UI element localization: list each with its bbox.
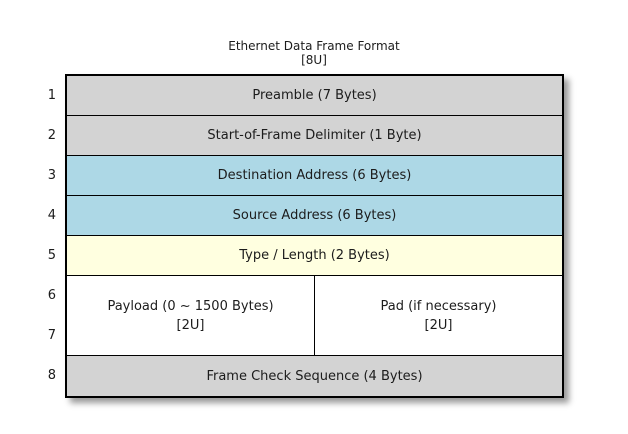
frame-row-source-address: Source Address (6 Bytes): [67, 196, 562, 236]
frame-row-destination-address: Destination Address (6 Bytes): [67, 156, 562, 196]
frame-cell-label: Source Address (6 Bytes): [232, 208, 397, 223]
frame-cell-sublabel: [2U]: [424, 317, 453, 333]
frame-format-table: Preamble (7 Bytes) Start-of-Frame Delimi…: [65, 74, 564, 398]
frame-row-type-length: Type / Length (2 Bytes): [67, 236, 562, 276]
frame-cell-label: Frame Check Sequence (4 Bytes): [206, 368, 423, 384]
frame-row-preamble: Preamble (7 Bytes): [67, 76, 562, 116]
diagram-subtitle: [8U]: [301, 53, 327, 67]
unit-number-5: 5: [47, 248, 56, 263]
frame-cell-label: Pad (if necessary): [380, 298, 497, 314]
frame-cell-label: Destination Address (6 Bytes): [217, 168, 412, 183]
unit-number-1: 1: [47, 88, 56, 103]
unit-number-7: 7: [47, 328, 56, 343]
frame-row-start-of-frame-delimiter: Start-of-Frame Delimiter (1 Byte): [67, 116, 562, 156]
frame-row-payload-pad: Payload (0 ~ 1500 Bytes) [2U] Pad (if ne…: [67, 276, 562, 356]
diagram-title: Ethernet Data Frame Format: [228, 39, 400, 53]
unit-number-6: 6: [47, 288, 56, 303]
frame-cell-label: Type / Length (2 Bytes): [239, 248, 390, 263]
frame-cell-sublabel: [2U]: [176, 317, 205, 333]
unit-number-4: 4: [47, 208, 56, 223]
diagram-title-block: Ethernet Data Frame Format [8U]: [0, 39, 628, 67]
frame-row-frame-check-sequence: Frame Check Sequence (4 Bytes): [67, 356, 562, 396]
unit-number-3: 3: [47, 168, 56, 183]
frame-cell-label: Start-of-Frame Delimiter (1 Byte): [207, 128, 422, 143]
frame-cell-payload: Payload (0 ~ 1500 Bytes) [2U]: [67, 276, 315, 355]
frame-cell-label: Preamble (7 Bytes): [252, 88, 377, 103]
frame-cell-label: Payload (0 ~ 1500 Bytes): [107, 298, 274, 314]
unit-number-2: 2: [47, 128, 56, 143]
unit-number-8: 8: [47, 368, 56, 383]
frame-cell-pad: Pad (if necessary) [2U]: [315, 276, 562, 355]
